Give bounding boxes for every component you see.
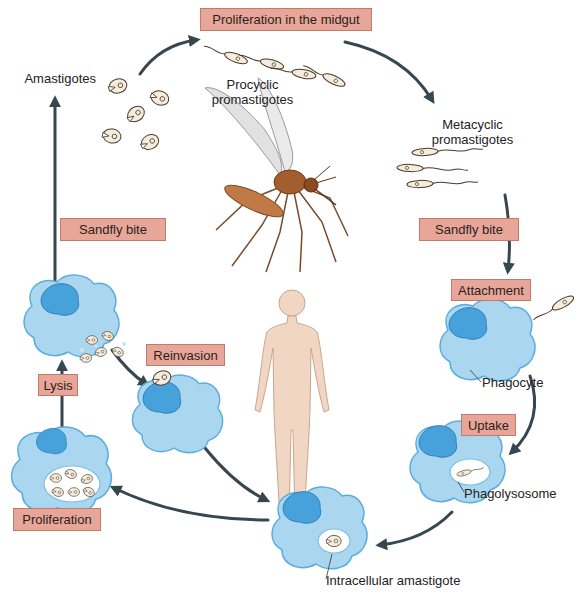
metacyclic-promastigote: [412, 145, 483, 156]
cycle-arrow: [140, 40, 196, 74]
stage-label-box: Sandfly bite: [60, 218, 166, 241]
lysing-phagocyte: [24, 275, 126, 362]
amastigote: [64, 468, 78, 480]
parasitophorous-vacuole: [318, 529, 350, 553]
metacyclic-promastigote: [397, 164, 468, 174]
amastigote: [326, 535, 341, 546]
internalised-promastigote: [456, 465, 484, 477]
amastigote: [86, 336, 97, 345]
reinvasion-phagocyte: [132, 368, 222, 452]
stage-label-box: Lysis: [38, 374, 78, 396]
amastigote: [94, 346, 107, 357]
stage-label-text: Proliferation: [22, 512, 91, 527]
stage-label-box: Reinvasion: [146, 344, 225, 366]
cycle-arrows: [55, 40, 535, 545]
amastigote: [151, 368, 173, 387]
stage-label-box: Sandfly bite: [419, 218, 519, 241]
leader-line: [470, 370, 481, 382]
phagocyte-cell: [24, 275, 119, 357]
phagocyte-nucleus: [41, 284, 79, 316]
cycle-arrow: [345, 42, 432, 100]
procyclic-promastigote: [203, 42, 249, 66]
stage-label-text: Lysis: [43, 378, 72, 393]
phagocyte-cell: [272, 487, 367, 569]
phagocyte-cell: [440, 299, 535, 381]
amastigote: [50, 474, 61, 483]
sandfly: [205, 78, 348, 272]
amastigote: [107, 77, 128, 95]
infected-phagocyte: [272, 487, 367, 569]
amastigote: [138, 132, 161, 153]
human-host: [255, 290, 329, 520]
phagocyte-nucleus: [143, 382, 181, 414]
sandfly-proboscis: [315, 189, 336, 205]
stage-label-box: Proliferation in the midgut: [200, 8, 372, 31]
stage-label-box: Uptake: [461, 414, 516, 436]
amastigote: [80, 354, 91, 363]
amastigote: [101, 330, 115, 342]
amastigote: [101, 127, 122, 144]
metacyclic-group: [397, 145, 483, 188]
stage-label-text: Attachment: [458, 283, 524, 298]
proliferation-phagocyte: [12, 427, 112, 513]
attachment-phagocyte: [440, 293, 575, 380]
sandfly-leg: [294, 192, 302, 272]
amastigote: [68, 488, 79, 497]
phagocyte-nucleus: [283, 492, 321, 524]
amastigote: [51, 486, 64, 497]
amastigote: [111, 345, 125, 358]
stage-label-text: Reinvasion: [153, 348, 217, 363]
annotation-label: Metacyclic promastigotes: [425, 117, 520, 147]
cell-debris: [94, 344, 98, 348]
cycle-arrow: [205, 448, 266, 500]
sandfly-thorax: [274, 170, 306, 194]
amastigote: [80, 473, 94, 485]
leader-line: [458, 482, 464, 492]
cycle-arrow: [380, 512, 452, 545]
sandfly-leg: [300, 186, 348, 236]
cell-debris: [80, 348, 84, 352]
stage-label-text: Uptake: [468, 418, 509, 433]
cycle-arrow: [54, 100, 57, 285]
procyclic-promastigote: [238, 51, 285, 71]
amastigote: [124, 103, 147, 125]
phagocyte-cell: [132, 375, 222, 453]
leader-lines: [326, 370, 481, 579]
annotation-label: Intracellular amastigote: [326, 573, 486, 588]
phagocyte-cell: [12, 427, 112, 513]
phagocyte-nucleus: [419, 426, 457, 458]
human-head: [279, 290, 305, 316]
annotation-label: Procyclic promastigotes: [205, 77, 300, 107]
phagocyte-nucleus: [36, 429, 66, 454]
attaching-promastigote: [531, 293, 575, 323]
phagocyte-nucleus: [449, 308, 487, 340]
annotation-label: Amastigotes: [10, 71, 96, 86]
phagolysosome: [450, 459, 490, 485]
annotation-label: Phagolysosome: [464, 486, 574, 501]
stage-label-box: Attachment: [451, 279, 531, 301]
amastigote-cluster: [101, 77, 170, 152]
amastigote: [82, 485, 96, 498]
parasitophorous-vacuole: [44, 466, 100, 502]
procyclic-promastigote: [301, 62, 346, 89]
sandfly-leg: [298, 190, 336, 262]
annotation-label: Phagocyte: [482, 375, 562, 390]
stage-label-text: Sandfly bite: [435, 222, 503, 237]
cycle-arrow: [114, 488, 268, 520]
amastigote: [149, 88, 171, 107]
stage-label-text: Proliferation in the midgut: [212, 12, 359, 27]
cell-debris: [122, 342, 126, 346]
metacyclic-promastigote: [407, 178, 478, 188]
stage-label-text: Sandfly bite: [79, 222, 147, 237]
stage-label-box: Proliferation: [13, 508, 101, 531]
sandfly-antennae: [314, 166, 336, 183]
